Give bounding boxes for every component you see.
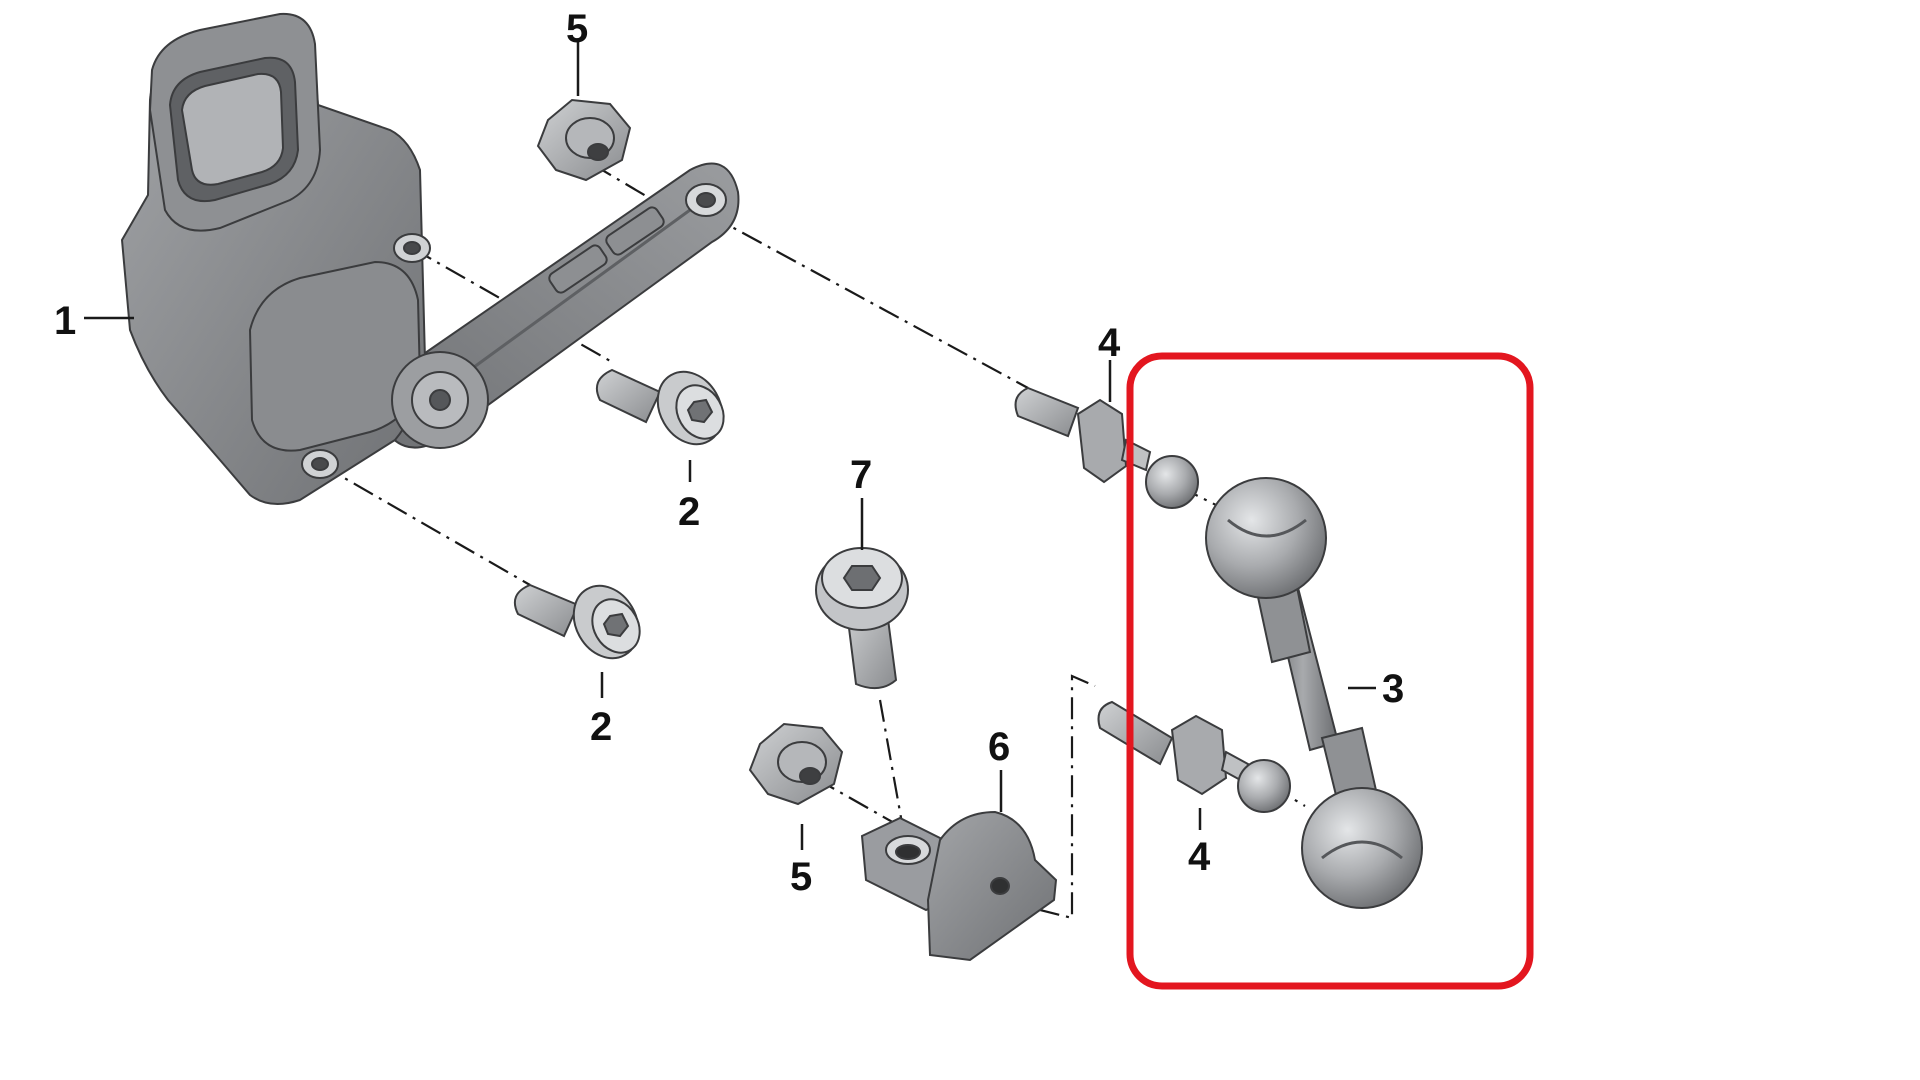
callout-5-lower: 5: [790, 855, 812, 899]
ball-stud-part-4-upper: [1014, 386, 1199, 509]
callout-5-upper: 5: [566, 7, 588, 51]
coupling-rod-part-3: [1205, 477, 1423, 909]
height-sensor-part-1: [120, 12, 740, 505]
callout-2-upper: 2: [678, 490, 700, 534]
flange-bolt-part-2-lower: [514, 583, 641, 660]
callout-2-lower: 2: [590, 705, 612, 749]
flange-bolt-part-7: [815, 547, 909, 690]
leader-lines: [84, 40, 1376, 850]
hex-nut-part-5-lower: [748, 722, 844, 806]
assembly-lines: [319, 163, 1306, 920]
ball-stud-part-4-lower: [1097, 700, 1291, 813]
callout-7: 7: [850, 453, 872, 497]
callout-4-upper: 4: [1098, 321, 1121, 365]
callout-labels: 1 5 2 7 2 4 3 6 4 5: [54, 7, 1404, 899]
hex-nut-part-5-upper: [536, 98, 632, 182]
highlight-frame: [1126, 352, 1534, 990]
callout-4-lower: 4: [1188, 835, 1211, 879]
flange-bolt-part-2-upper: [596, 368, 725, 446]
callout-3: 3: [1382, 667, 1404, 711]
callout-1: 1: [54, 299, 76, 343]
callout-6: 6: [988, 725, 1010, 769]
mounting-bracket-part-6: [860, 810, 1058, 962]
